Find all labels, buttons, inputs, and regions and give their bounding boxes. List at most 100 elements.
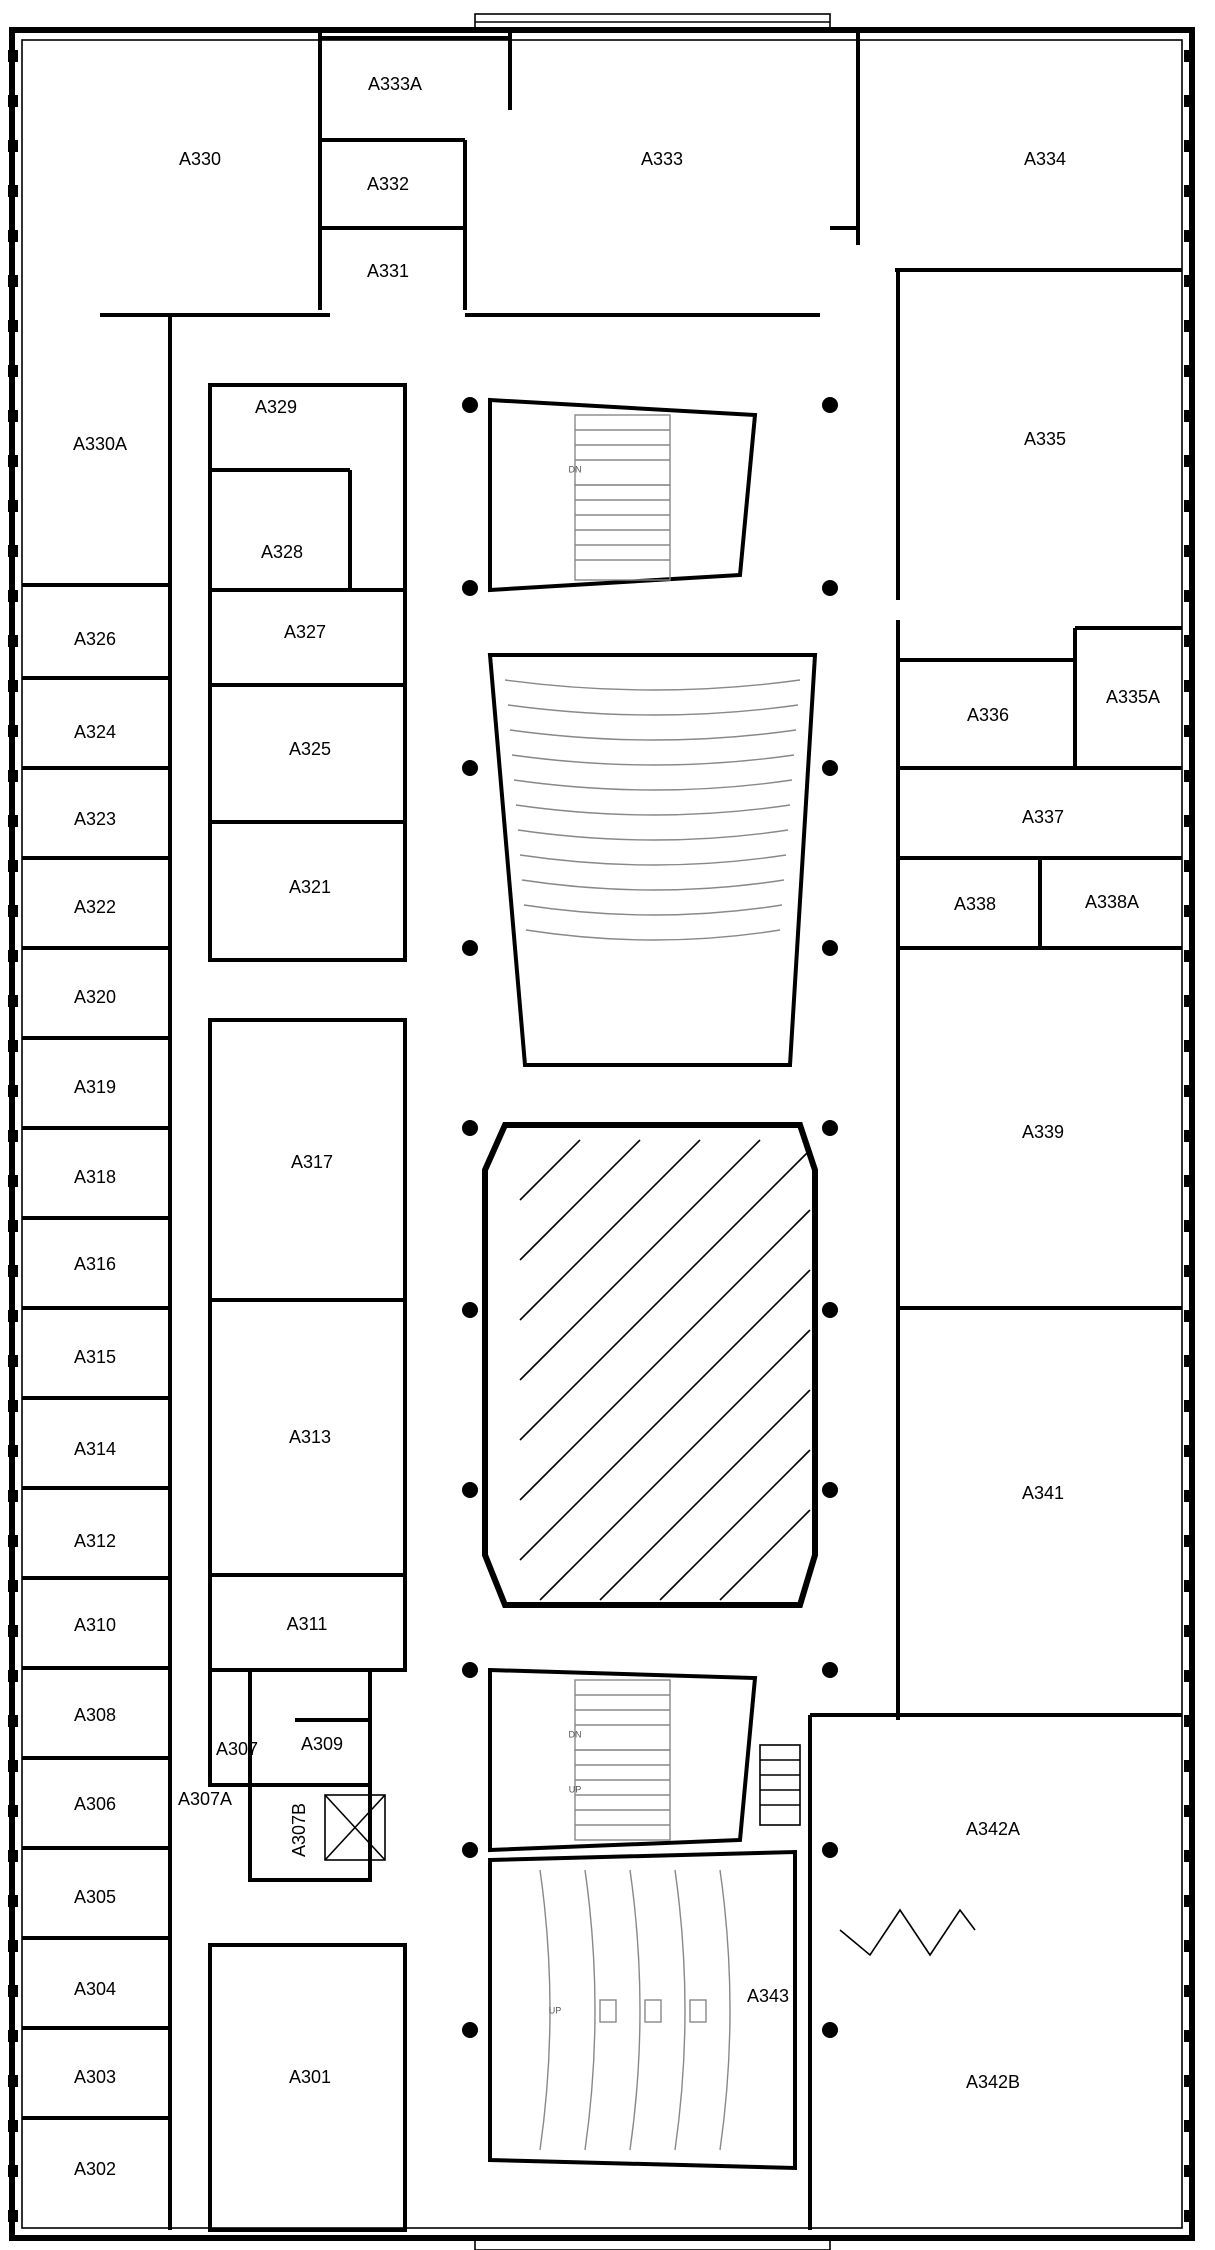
- mullion: [1184, 500, 1194, 512]
- mullion: [1184, 815, 1194, 827]
- mullion: [1184, 95, 1194, 107]
- column-7: [822, 940, 838, 956]
- room-label-a312: A312: [74, 1531, 116, 1551]
- mullion: [8, 2030, 18, 2042]
- mullion: [8, 365, 18, 377]
- room-label-a306: A306: [74, 1794, 116, 1814]
- room-label-a316: A316: [74, 1254, 116, 1274]
- column-10: [462, 1302, 478, 1318]
- room-label-a343: A343: [747, 1986, 789, 2006]
- mullion: [8, 1760, 18, 1772]
- mullion: [1184, 995, 1194, 1007]
- mullion: [1184, 2165, 1194, 2177]
- mullion: [1184, 50, 1194, 62]
- mullion: [1184, 635, 1194, 647]
- mullion: [8, 1130, 18, 1142]
- room-label-a318: A318: [74, 1167, 116, 1187]
- mullion: [8, 455, 18, 467]
- mullion: [1184, 1265, 1194, 1277]
- column-14: [462, 1662, 478, 1678]
- mullion: [1184, 860, 1194, 872]
- mullion: [1184, 905, 1194, 917]
- mullion: [1184, 1670, 1194, 1682]
- mullion: [1184, 1850, 1194, 1862]
- hall-up-marker: UP: [549, 2005, 562, 2015]
- room-label-a322: A322: [74, 897, 116, 917]
- room-label-a320: A320: [74, 987, 116, 1007]
- column-17: [822, 1842, 838, 1858]
- mullion: [8, 1400, 18, 1412]
- mullion: [1184, 1220, 1194, 1232]
- room-label-a329: A329: [255, 397, 297, 417]
- mullion: [8, 1625, 18, 1637]
- room-label-a311: A311: [287, 1614, 328, 1634]
- room-label-a338a: A338A: [1085, 892, 1139, 912]
- mullion: [1184, 1895, 1194, 1907]
- room-label-a323: A323: [74, 809, 116, 829]
- mullion: [8, 1220, 18, 1232]
- column-2: [462, 580, 478, 596]
- mullion: [8, 1670, 18, 1682]
- structural-columns: [462, 397, 838, 2038]
- column-18: [462, 2022, 478, 2038]
- mullion: [1184, 545, 1194, 557]
- room-label-a327: A327: [284, 622, 326, 642]
- room-label-a308: A308: [74, 1705, 116, 1725]
- mullion: [8, 995, 18, 1007]
- perimeter-mullions: [8, 50, 1194, 2222]
- room-label-a332: A332: [367, 174, 409, 194]
- mullion: [1184, 455, 1194, 467]
- column-16: [462, 1842, 478, 1858]
- mullion: [1184, 410, 1194, 422]
- column-0: [462, 397, 478, 413]
- room-label-a301: A301: [289, 2067, 331, 2087]
- mullion: [1184, 1400, 1194, 1412]
- room-label-a305: A305: [74, 1887, 116, 1907]
- mullion: [1184, 275, 1194, 287]
- mullion: [8, 410, 18, 422]
- mullion: [1184, 680, 1194, 692]
- mullion: [1184, 950, 1194, 962]
- central-core: DN: [482, 397, 976, 2171]
- room-label-a342a: A342A: [966, 1819, 1020, 1839]
- room-label-a302: A302: [74, 2159, 116, 2179]
- room-label-a307: A307: [216, 1739, 258, 1759]
- column-1: [822, 397, 838, 413]
- mullion: [8, 1040, 18, 1052]
- mullion: [1184, 320, 1194, 332]
- column-4: [462, 760, 478, 776]
- room-label-a335a: A335A: [1106, 687, 1160, 707]
- room-label-a338: A338: [954, 894, 996, 914]
- mullion: [8, 1310, 18, 1322]
- column-3: [822, 580, 838, 596]
- column-5: [822, 760, 838, 776]
- mullion: [8, 1175, 18, 1187]
- mullion: [8, 545, 18, 557]
- mullion: [1184, 1355, 1194, 1367]
- column-8: [462, 1120, 478, 1136]
- mullion: [1184, 2075, 1194, 2087]
- room-label-a313: A313: [289, 1427, 331, 1447]
- mullion: [8, 1940, 18, 1952]
- mullion: [1184, 1445, 1194, 1457]
- mullion: [8, 860, 18, 872]
- mullion: [8, 1715, 18, 1727]
- mullion: [1184, 1490, 1194, 1502]
- mullion: [1184, 2120, 1194, 2132]
- mullion: [1184, 1310, 1194, 1322]
- room-label-a309: A309: [301, 1734, 343, 1754]
- mullion: [8, 2210, 18, 2222]
- mullion: [8, 500, 18, 512]
- room-label-a341: A341: [1022, 1483, 1064, 1503]
- column-12: [462, 1482, 478, 1498]
- room-label-a333a: A333A: [368, 74, 422, 94]
- mullion: [8, 905, 18, 917]
- mullion: [8, 230, 18, 242]
- room-label-a330a: A330A: [73, 434, 127, 454]
- room-label-a304: A304: [74, 1979, 116, 1999]
- mullion: [1184, 725, 1194, 737]
- mullion: [1184, 365, 1194, 377]
- mullion: [1184, 1085, 1194, 1097]
- mullion: [8, 950, 18, 962]
